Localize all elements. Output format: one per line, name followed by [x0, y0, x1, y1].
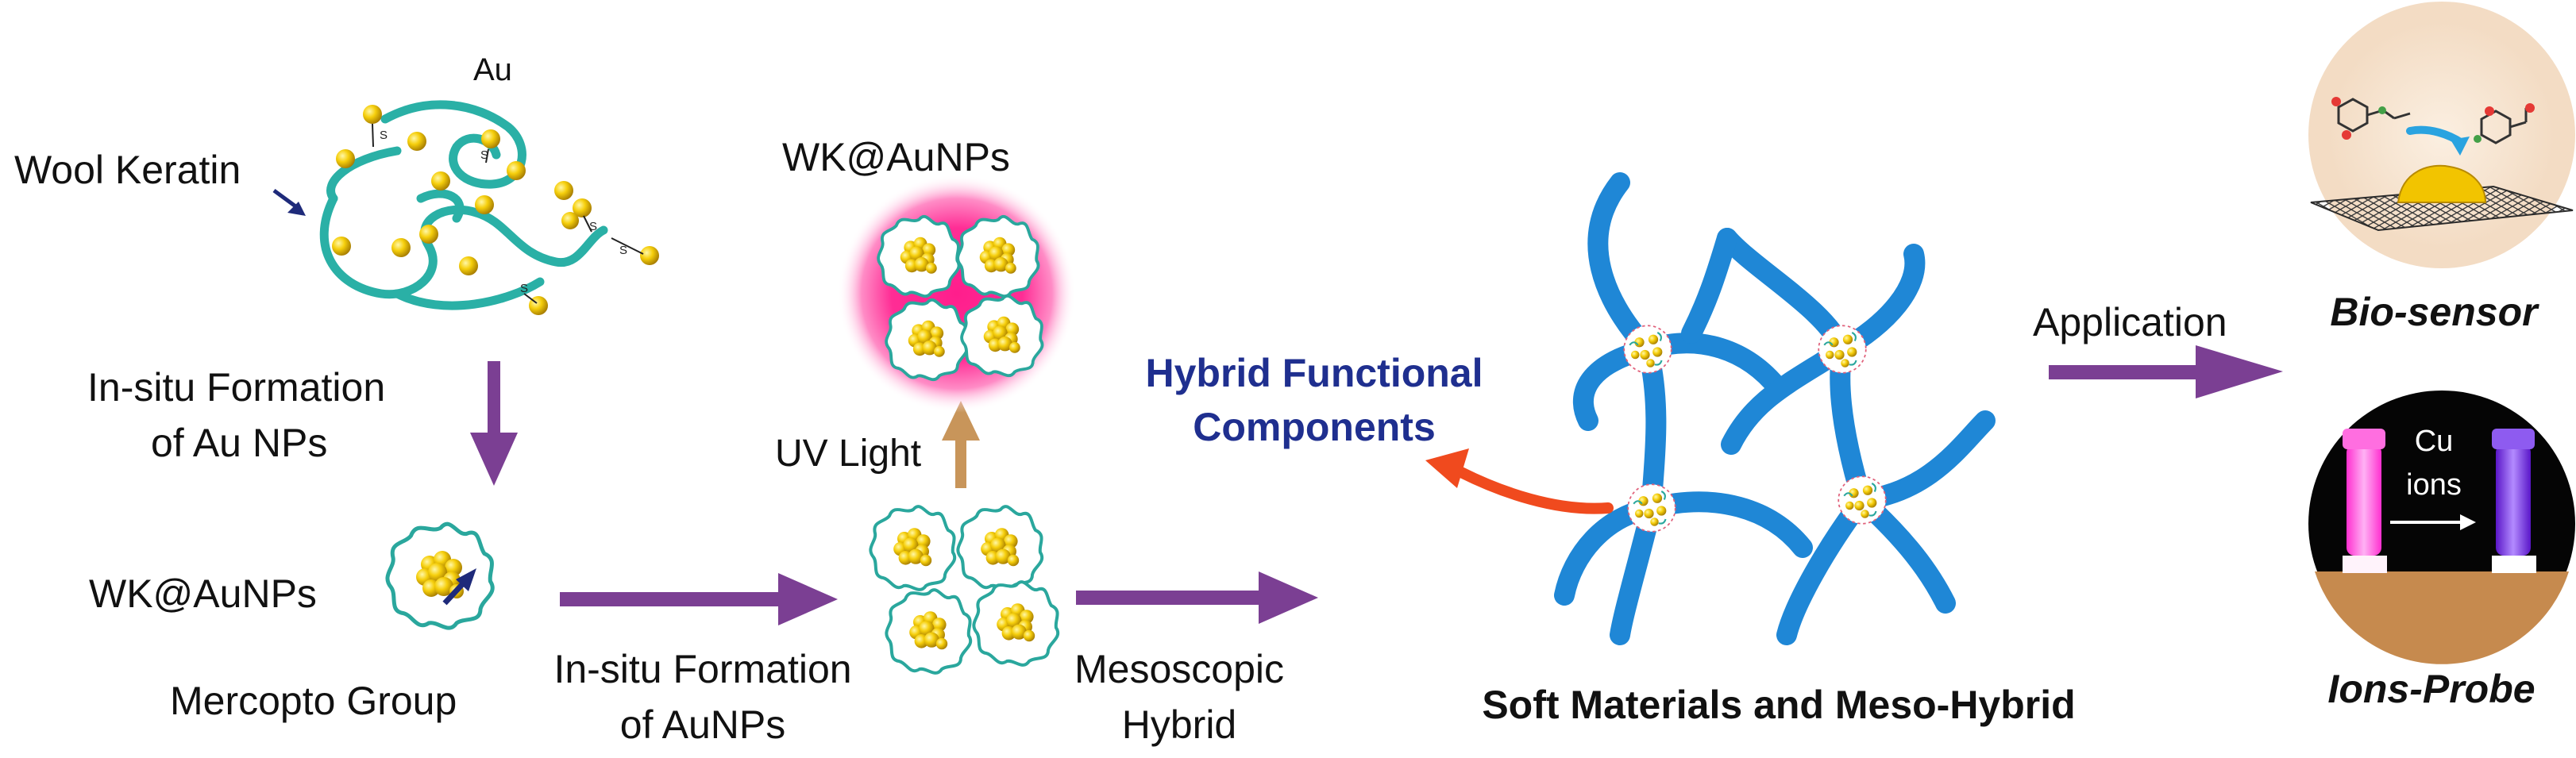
wk-aunp-cluster-bottom: [870, 506, 1058, 673]
application-arrow: [2049, 345, 2283, 398]
wk-aunps-top-label: WK@AuNPs: [782, 135, 1010, 179]
au-label: Au: [473, 52, 512, 87]
cu-label: Cu: [2414, 425, 2454, 458]
insitu-formation-label-2: of Au NPs: [151, 421, 328, 465]
down-arrow-purple: [470, 361, 518, 486]
right-arrow-2: [1076, 571, 1318, 624]
mesoscopic-label-2: Hybrid: [1121, 702, 1237, 747]
ions-probe-label: Ions-Probe: [2327, 667, 2536, 711]
vial-purple: [2492, 429, 2536, 573]
insitu-formation-label-1: In-situ Formation: [87, 365, 386, 410]
wool-keratin-pointer: [272, 188, 306, 216]
ions-label: ions: [2406, 468, 2462, 502]
mercopto-group-label: Mercopto Group: [170, 679, 457, 723]
uv-light-label: UV Light: [775, 433, 922, 475]
svg-text:S: S: [480, 148, 488, 162]
sulfur-labels: S S S S S: [380, 129, 627, 295]
mesoscopic-label-1: Mesoscopic: [1074, 647, 1284, 691]
cu-arrow: [2390, 514, 2476, 530]
right-arrow-1: [560, 573, 838, 625]
svg-text:S: S: [520, 282, 528, 295]
hybrid-functional-label-2: Components: [1193, 405, 1436, 449]
insitu-formation-aunps-label-1: In-situ Formation: [553, 647, 852, 691]
vial-pink: [2343, 429, 2387, 573]
svg-text:S: S: [589, 220, 597, 233]
wool-keratin-label: Wool Keratin: [14, 148, 241, 192]
bio-sensor-label: Bio-sensor: [2330, 290, 2538, 334]
wk-aunps-left-label: WK@AuNPs: [89, 571, 317, 616]
svg-text:S: S: [380, 129, 388, 142]
hybrid-functional-label-1: Hybrid Functional: [1145, 351, 1483, 395]
hydrogel-network: [1554, 172, 1996, 645]
uv-up-arrow: [942, 401, 980, 488]
biosensor-icon: [2308, 2, 2575, 268]
ion-probe-icon: [2308, 391, 2575, 664]
wool-keratin-chain: [319, 100, 608, 310]
red-curved-arrow: [1425, 448, 1614, 514]
svg-text:S: S: [619, 244, 627, 257]
mercopto-pointer: [442, 568, 476, 606]
application-label: Application: [2033, 300, 2227, 344]
soft-materials-label: Soft Materials and Meso-Hybrid: [1482, 683, 2076, 727]
fluorescence-glow: [838, 175, 1076, 413]
gold-nanoparticles: [332, 105, 659, 315]
thiol-linkers: [372, 123, 644, 304]
insitu-formation-aunps-label-2: of AuNPs: [619, 702, 786, 747]
wk-aunp-single: [388, 524, 492, 628]
